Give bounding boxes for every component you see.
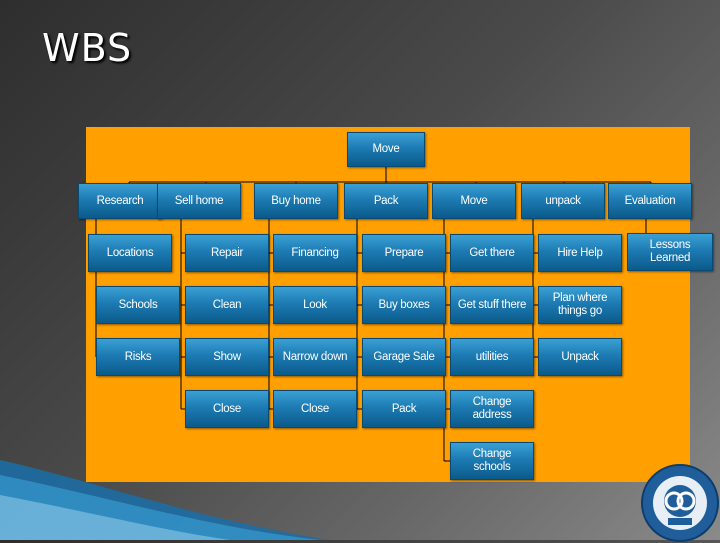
task-close-sell: Close <box>185 390 269 428</box>
task-clean: Clean <box>185 286 269 324</box>
task-financing: Financing <box>273 234 357 272</box>
slide-title: WBS <box>42 26 133 70</box>
task-show: Show <box>185 338 269 376</box>
task-get-there: Get there <box>450 234 534 272</box>
category-move: Move <box>432 183 516 219</box>
category-buy-home: Buy home <box>254 183 338 219</box>
category-unpack: unpack <box>521 183 605 219</box>
task-change-schools: Change schools <box>450 442 534 480</box>
category-evaluation: Evaluation <box>608 183 692 219</box>
task-hire-help: Hire Help <box>538 234 622 272</box>
task-utilities: utilities <box>450 338 534 376</box>
task-schools: Schools <box>96 286 180 324</box>
category-pack: Pack <box>344 183 428 219</box>
task-plan-where-things-go: Plan where things go <box>538 286 622 324</box>
wbs-diagram: Move Research Sell home Buy home Pack Mo… <box>78 127 713 482</box>
task-close-buy: Close <box>273 390 357 428</box>
task-look: Look <box>273 286 357 324</box>
task-risks: Risks <box>96 338 180 376</box>
category-research: Research <box>78 183 162 219</box>
seal-logo-icon <box>641 464 719 542</box>
task-pack: Pack <box>362 390 446 428</box>
category-sell-home: Sell home <box>157 183 241 219</box>
task-unpack: Unpack <box>538 338 622 376</box>
root-node: Move <box>347 132 425 167</box>
task-get-stuff-there: Get stuff there <box>450 286 534 324</box>
task-lessons-learned: Lessons Learned <box>627 233 713 271</box>
task-garage-sale: Garage Sale <box>362 338 446 376</box>
task-repair: Repair <box>185 234 269 272</box>
task-change-address: Change address <box>450 390 534 428</box>
task-narrow-down: Narrow down <box>273 338 357 376</box>
task-buy-boxes: Buy boxes <box>362 286 446 324</box>
task-prepare: Prepare <box>362 234 446 272</box>
decorative-swoosh <box>0 460 330 540</box>
task-locations: Locations <box>88 234 172 272</box>
